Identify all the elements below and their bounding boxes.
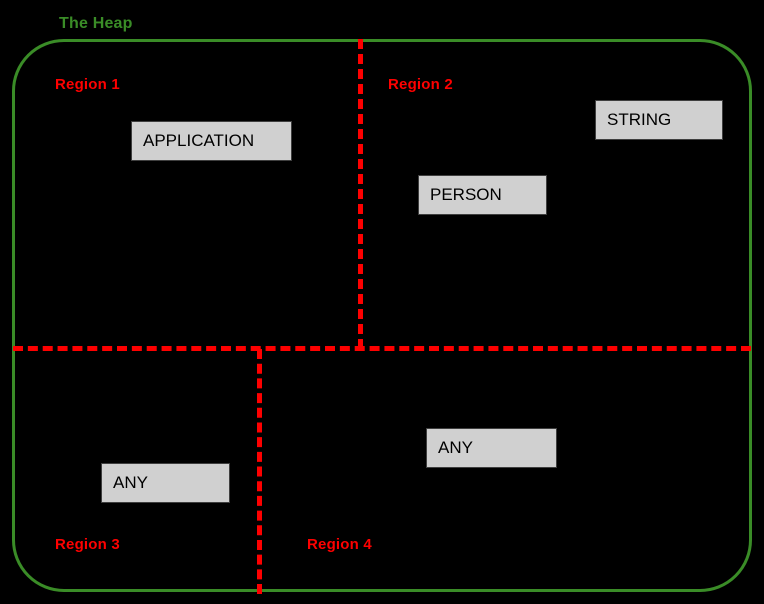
horizontal-divider-line xyxy=(13,346,751,351)
region-label-3: Region 3 xyxy=(55,536,120,553)
region-label-1: Region 1 xyxy=(55,76,120,93)
heap-boundary xyxy=(12,39,752,592)
region-label-4: Region 4 xyxy=(307,536,372,553)
object-box-any-region3: ANY xyxy=(101,463,230,503)
object-box-string: STRING xyxy=(595,100,723,140)
object-box-person: PERSON xyxy=(418,175,547,215)
object-box-application: APPLICATION xyxy=(131,121,292,161)
object-box-any-region4: ANY xyxy=(426,428,557,468)
region-label-2: Region 2 xyxy=(388,76,453,93)
vertical-divider-line-lower xyxy=(257,349,262,594)
vertical-divider-line-upper xyxy=(358,39,363,349)
heap-title-label: The Heap xyxy=(59,15,133,32)
